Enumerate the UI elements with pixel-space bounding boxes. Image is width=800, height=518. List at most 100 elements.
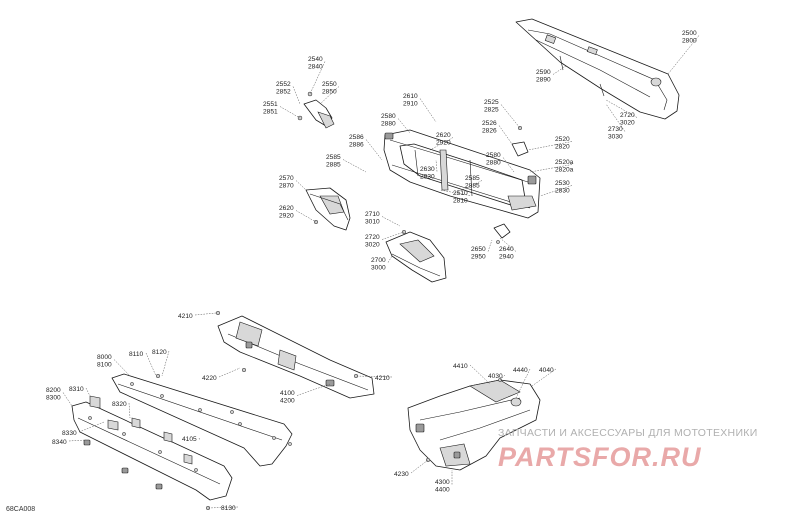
callout-leader	[78, 421, 105, 433]
door-bracket-left-part	[305, 187, 351, 231]
callout-leader	[429, 137, 454, 151]
watermark-logo: PARTSFOR.RU	[498, 442, 702, 472]
callout-leader	[309, 61, 326, 95]
part-callout-4210a[interactable]: 4210	[178, 313, 193, 320]
rear-support-part	[407, 378, 541, 471]
callout-leader	[397, 118, 411, 134]
document-code: 68CA008	[6, 506, 35, 513]
part-callout-8120[interactable]: 8120	[152, 349, 167, 356]
door-panel-part	[515, 18, 680, 120]
callout-leader	[342, 159, 367, 173]
door-frame-part	[383, 129, 541, 219]
callout-leader	[439, 189, 471, 196]
callout-leader	[295, 210, 317, 223]
callout-leader	[487, 239, 493, 252]
callout-leader	[145, 352, 157, 377]
latch-part	[493, 223, 511, 244]
callout-leader	[499, 237, 517, 252]
callout-leader	[279, 106, 301, 119]
callout-leader	[498, 125, 513, 145]
callout-leader	[605, 99, 638, 118]
callout-leader	[198, 437, 201, 441]
callout-leader	[552, 65, 567, 75]
part-callout-8320[interactable]: 8320	[112, 401, 127, 408]
part-callout-4440[interactable]: 4440	[513, 367, 528, 374]
callout-leader	[218, 367, 241, 378]
callout-leader	[85, 387, 91, 397]
hinge-bracket-part	[297, 91, 335, 129]
callout-leader	[355, 375, 393, 378]
upper-rail-part	[111, 373, 293, 467]
part-callout-4410[interactable]: 4410	[453, 363, 468, 370]
rocker-panel-part	[215, 310, 375, 399]
part-callout-8110[interactable]: 8110	[129, 351, 144, 358]
rail-mount-brackets-part	[89, 395, 292, 465]
part-callout-4105[interactable]: 4105	[182, 436, 197, 443]
part-callout-8130[interactable]: 8130	[221, 505, 236, 512]
callout-leader	[539, 185, 573, 197]
callout-leader	[410, 459, 429, 474]
callout-leader	[381, 216, 401, 227]
callout-leader	[113, 359, 131, 377]
part-callout-8330[interactable]: 8330	[62, 430, 77, 437]
callout-leader	[161, 350, 170, 377]
part-callout-4210b[interactable]: 4210	[375, 375, 390, 382]
callout-leader	[295, 180, 307, 191]
callout-leader	[529, 164, 573, 173]
part-callout-8340[interactable]: 8340	[52, 439, 67, 446]
callout-leader	[292, 86, 301, 105]
part-callout-4040[interactable]: 4040	[539, 367, 554, 374]
callout-leader	[381, 231, 405, 240]
callout-leader	[435, 159, 438, 172]
callout-leader	[319, 86, 340, 105]
small-hinge-part	[511, 125, 529, 157]
callout-leader	[499, 374, 506, 381]
callout-leader	[296, 383, 331, 396]
callout-leader	[194, 312, 217, 316]
part-callout-4230[interactable]: 4230	[394, 471, 409, 478]
callout-leader	[207, 506, 239, 509]
callout-leader	[469, 364, 491, 385]
callout-leader	[500, 104, 521, 129]
part-callout-8310[interactable]: 8310	[69, 386, 84, 393]
watermark-tagline: ЗАПЧАСТИ И АКСЕССУАРЫ ДЛЯ МОТОТЕХНИКИ	[498, 427, 758, 439]
part-callout-4220[interactable]: 4220	[202, 375, 217, 382]
part-callout-4030[interactable]: 4030	[488, 373, 503, 380]
